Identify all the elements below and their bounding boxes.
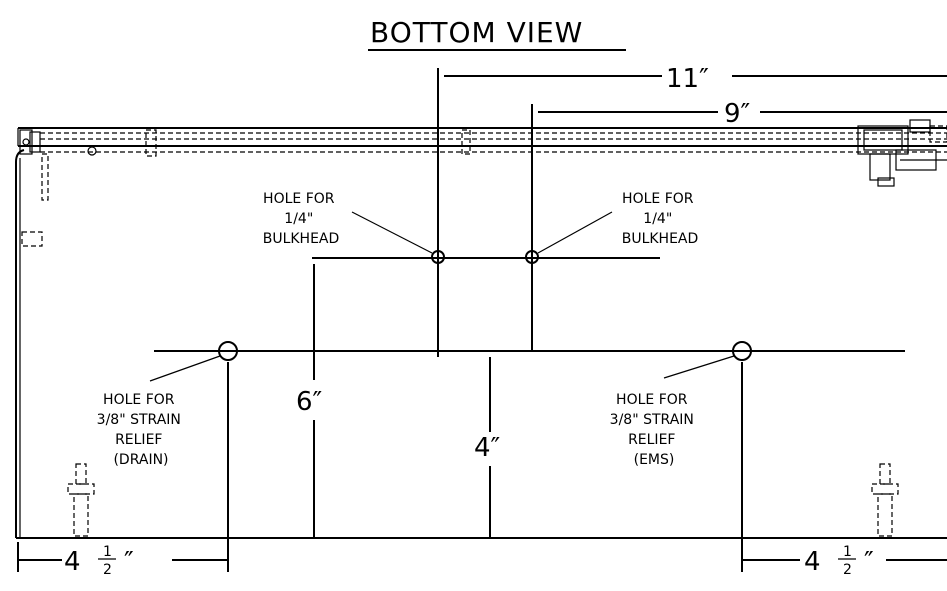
top-rail xyxy=(17,127,947,157)
dimension-4-half-left-num: 1 xyxy=(103,544,112,560)
strain-relief-hole-right xyxy=(732,341,752,361)
callout-strain-relief-right: HOLE FOR 3/8" STRAIN RELIEF (EMS) xyxy=(610,392,699,468)
callout-strain-relief-left: HOLE FOR 3/8" STRAIN RELIEF (DRAIN) xyxy=(97,392,186,468)
connector-block xyxy=(857,119,947,187)
dimension-4-half-left-mark: ″ xyxy=(124,547,134,577)
rail-hole xyxy=(87,146,97,156)
dimension-4-half-left-den: 2 xyxy=(103,562,112,578)
dimension-6: 6″ xyxy=(296,264,323,538)
dimension-9-label: 9″ xyxy=(724,99,751,129)
leader-strain-left xyxy=(149,355,221,382)
dimension-4-half-left-whole: 4 xyxy=(64,547,81,577)
dimension-4-half-right-whole: 4 xyxy=(804,547,821,577)
leader-bulkhead-right xyxy=(537,211,613,254)
dimension-11: 11″ xyxy=(437,64,947,357)
dimension-4-half-right-mark: ″ xyxy=(864,547,874,577)
callout-bulkhead-left: HOLE FOR 1/4" BULKHEAD xyxy=(263,191,340,247)
dimension-9: 9″ xyxy=(531,99,947,351)
left-side-wall xyxy=(15,149,49,538)
dimension-4-half-right-den: 2 xyxy=(843,562,852,578)
strain-relief-hole-left xyxy=(218,341,238,361)
dimension-4: 4″ xyxy=(474,357,501,538)
leader-bulkhead-left xyxy=(351,211,433,254)
callout-bulkhead-right: HOLE FOR 1/4" BULKHEAD xyxy=(622,191,699,247)
dimension-4-label: 4″ xyxy=(474,433,501,463)
leader-strain-right xyxy=(663,355,735,379)
dimension-4-half-right-num: 1 xyxy=(843,544,852,560)
view-title: BOTTOM VIEW xyxy=(370,16,583,49)
dimension-4-half-left: 4 1 2 ″ xyxy=(17,362,229,578)
dimension-6-label: 6″ xyxy=(296,387,323,417)
dimension-11-label: 11″ xyxy=(666,64,709,94)
dimension-4-half-right: 4 1 2 ″ xyxy=(741,362,947,578)
standoff-left xyxy=(67,463,95,537)
standoff-right xyxy=(871,463,899,537)
